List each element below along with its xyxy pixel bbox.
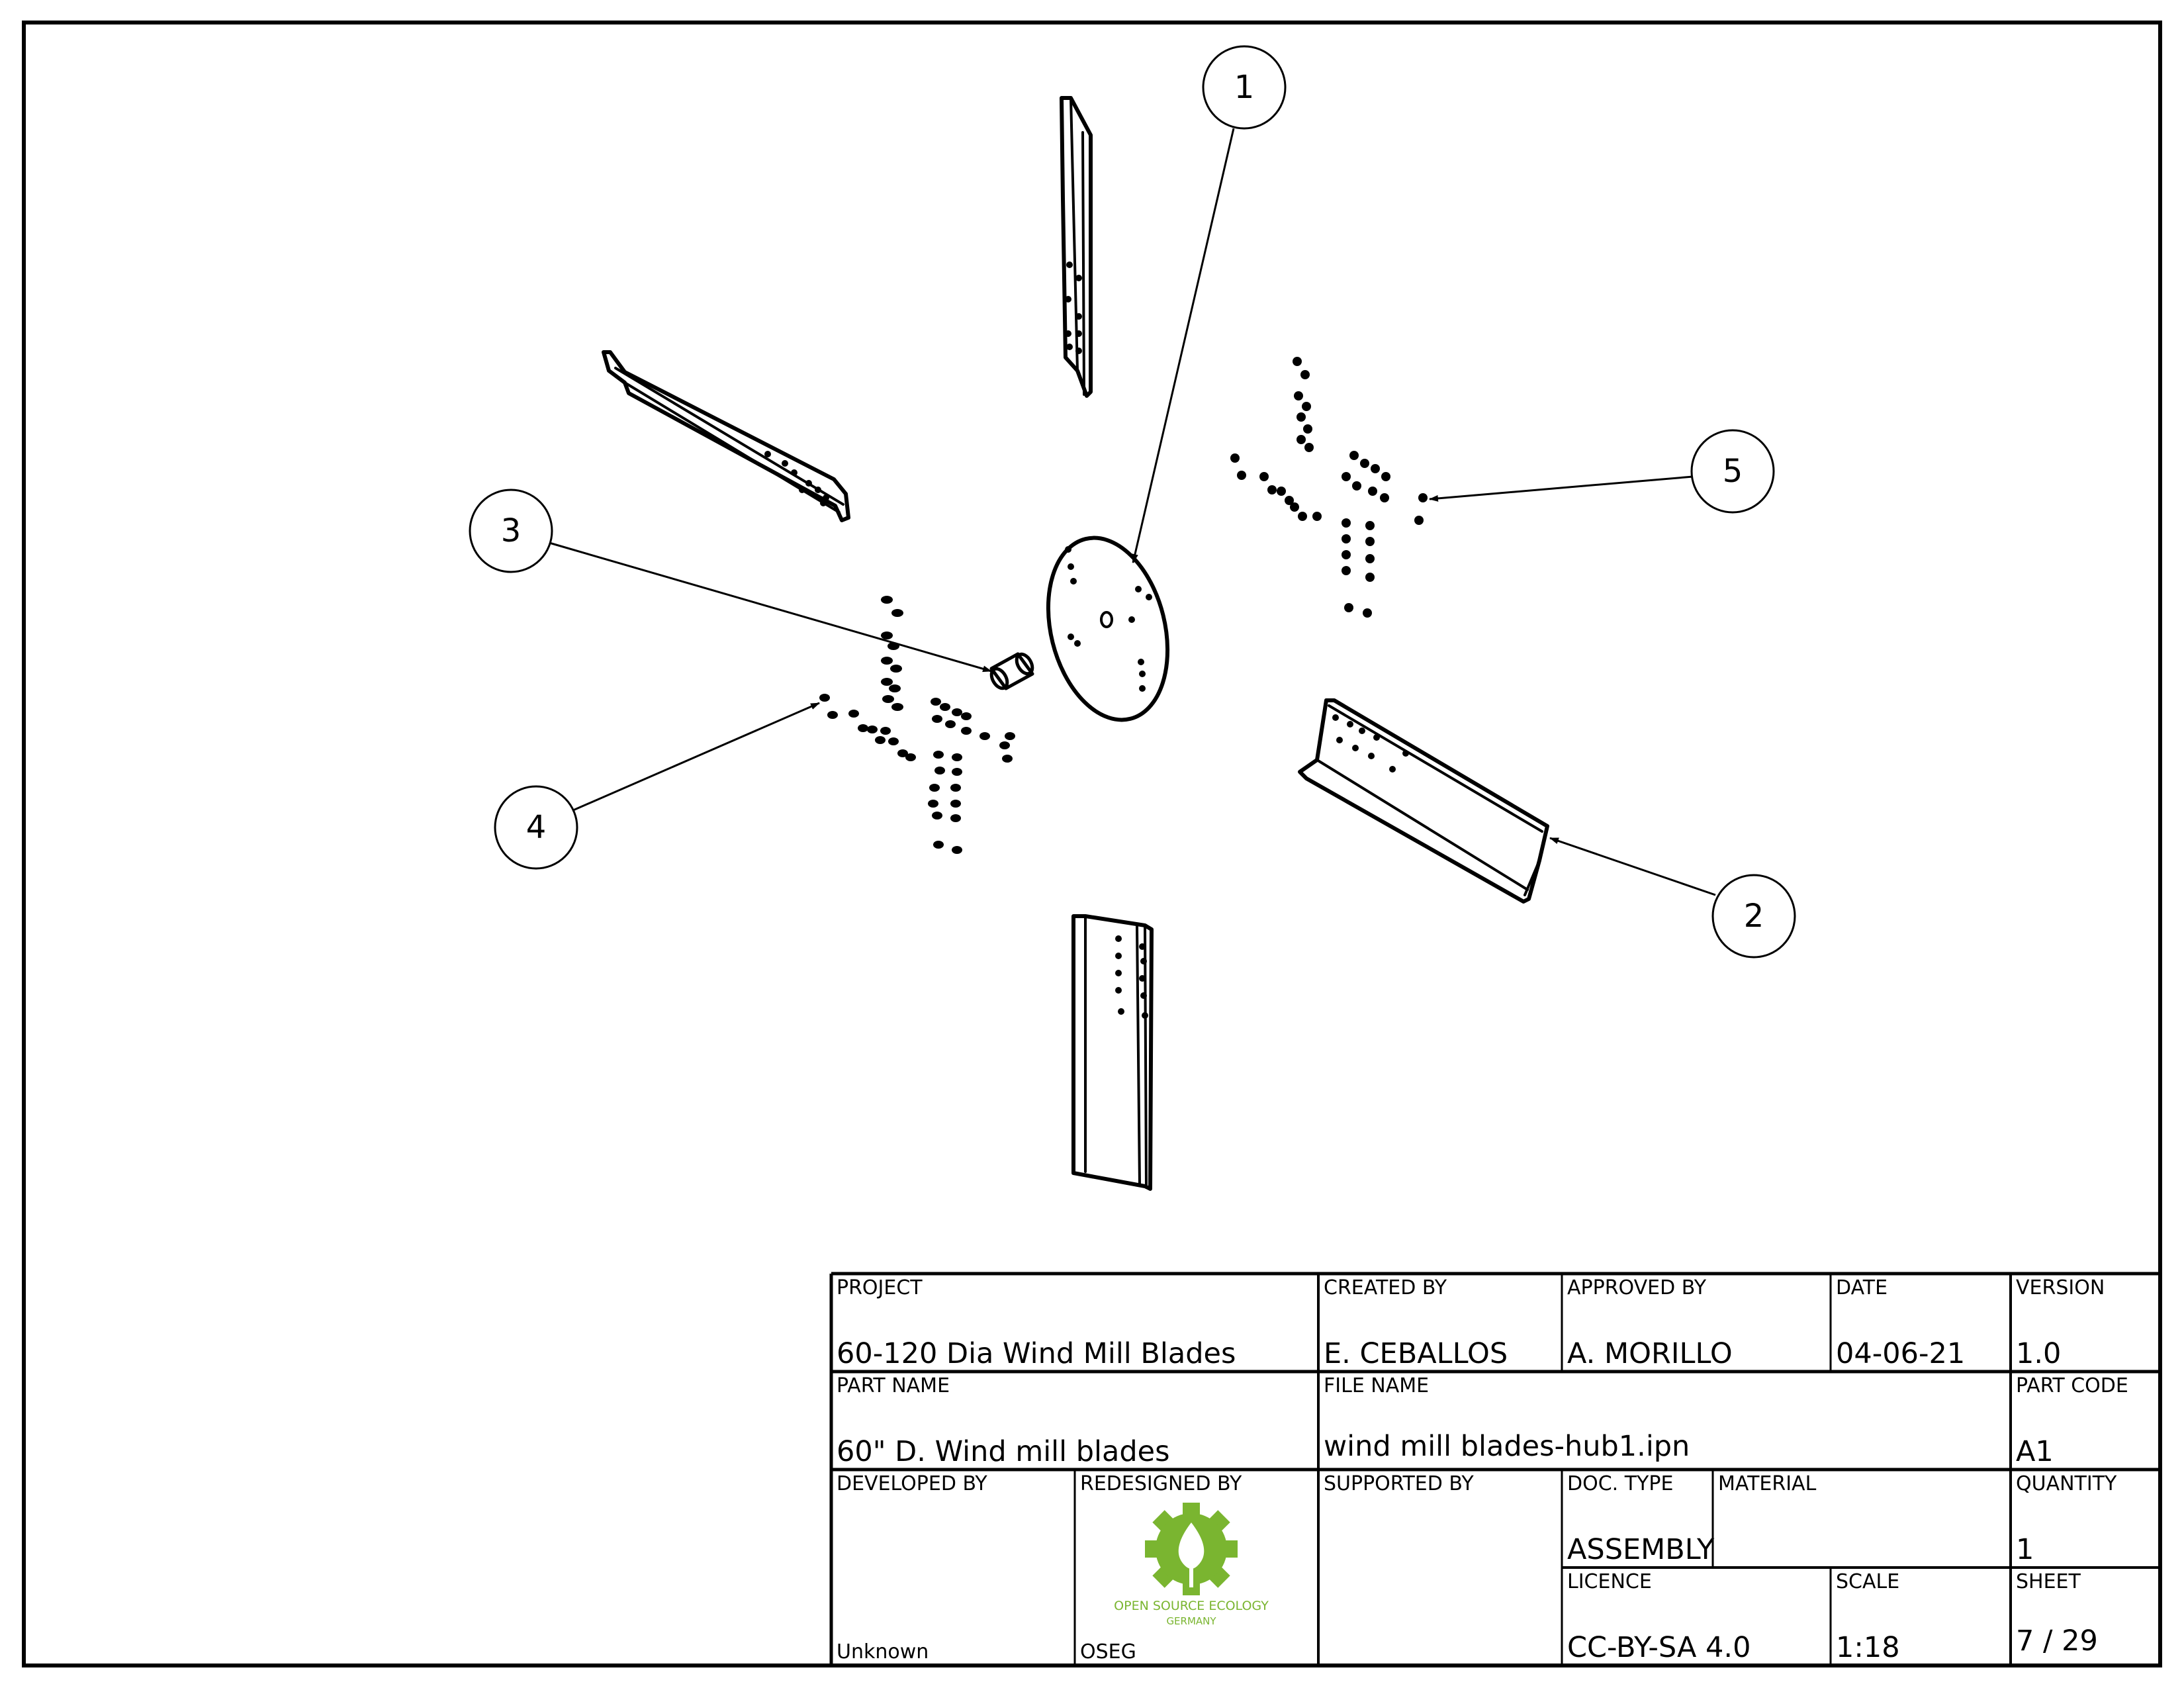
balloon-4-label: 4 [526, 809, 547, 846]
redesigned-by-label: REDESIGNED BY [1080, 1472, 1242, 1495]
nut-set [1230, 357, 1428, 618]
version-label: VERSION [2016, 1276, 2105, 1299]
sheet-value: 7 / 29 [2016, 1624, 2098, 1658]
doc-type-value: ASSEMBLY [1567, 1533, 1715, 1566]
scale-value: 1:18 [1836, 1631, 1900, 1664]
part-code-label: PART CODE [2016, 1374, 2128, 1397]
gear-leaf-icon: OPEN SOURCE ECOLOGY GERMANY [1114, 1503, 1269, 1627]
created-by-value: E. CEBALLOS [1324, 1337, 1508, 1370]
licence-value: CC-BY-SA 4.0 [1567, 1631, 1751, 1664]
balloon-4: 4 [494, 785, 578, 870]
balloon-5: 5 [1690, 429, 1775, 514]
part-name-value: 60" D. Wind mill blades [837, 1435, 1170, 1468]
date-value: 04-06-21 [1836, 1337, 1966, 1370]
blade-bottom [1071, 914, 1154, 1191]
balloon-2: 2 [1711, 874, 1796, 959]
file-name-label: FILE NAME [1324, 1374, 1430, 1397]
part-code-value: A1 [2016, 1435, 2054, 1468]
developed-by-label: DEVELOPED BY [837, 1472, 987, 1495]
supported-by-label: SUPPORTED BY [1324, 1472, 1474, 1495]
balloon-5-label: 5 [1723, 453, 1743, 490]
balloon-leaders [549, 128, 1716, 896]
part-name-label: PART NAME [837, 1374, 950, 1397]
material-label: MATERIAL [1718, 1472, 1817, 1495]
scale-label: SCALE [1836, 1570, 1900, 1593]
ose-logo: OPEN SOURCE ECOLOGY GERMANY [1085, 1503, 1297, 1628]
logo-line1: OPEN SOURCE ECOLOGY [1114, 1599, 1269, 1613]
sheet-label: SHEET [2016, 1570, 2081, 1593]
quantity-label: QUANTITY [2016, 1472, 2117, 1495]
sheet-border [22, 21, 2162, 1667]
balloon-1: 1 [1202, 45, 1287, 130]
hub-pin [989, 652, 1034, 690]
blade-top [1060, 96, 1093, 398]
exploded-assembly-view [602, 96, 1549, 1191]
balloon-3: 3 [469, 489, 553, 573]
project-value: 60-120 Dia Wind Mill Blades [837, 1337, 1236, 1370]
approved-by-value: A. MORILLO [1567, 1337, 1733, 1370]
blade-right [1298, 698, 1549, 904]
balloon-3-label: 3 [501, 512, 522, 549]
project-label: PROJECT [837, 1276, 923, 1299]
version-value: 1.0 [2016, 1337, 2062, 1370]
licence-label: LICENCE [1567, 1570, 1652, 1593]
balloon-2-label: 2 [1744, 898, 1764, 935]
created-by-label: CREATED BY [1324, 1276, 1447, 1299]
doc-type-label: DOC. TYPE [1567, 1472, 1674, 1495]
hub-disc [1046, 536, 1170, 722]
logo-line2: GERMANY [1166, 1615, 1216, 1627]
approved-by-label: APPROVED BY [1567, 1276, 1707, 1299]
quantity-value: 1 [2016, 1533, 2034, 1566]
file-name-value: wind mill blades-hub1.ipn [1324, 1430, 1690, 1463]
developed-by-value: Unknown [837, 1640, 929, 1664]
redesigned-by-value: OSEG [1080, 1640, 1136, 1664]
title-block-grid [829, 1272, 2160, 1665]
bolt-set [819, 596, 1015, 854]
blade-upper-left [602, 350, 850, 522]
date-label: DATE [1836, 1276, 1888, 1299]
balloon-1-label: 1 [1234, 69, 1255, 106]
